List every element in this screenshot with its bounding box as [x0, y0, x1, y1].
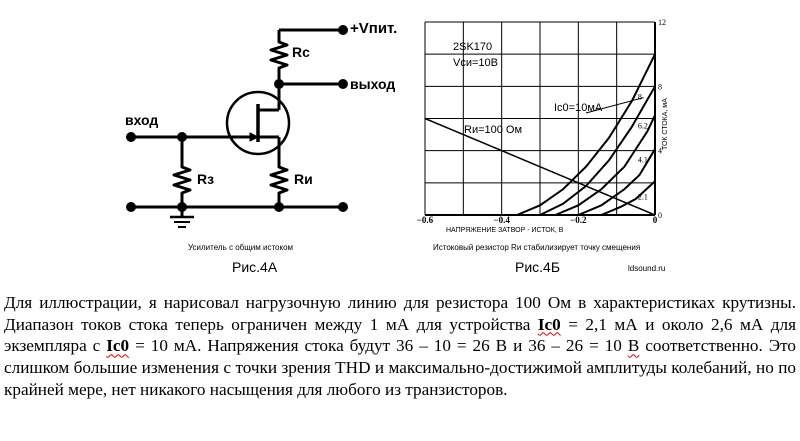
y-tick-label: 4 — [658, 147, 662, 156]
rc-label: Rc — [292, 44, 310, 60]
rz-label: Rз — [197, 171, 215, 187]
x-tick-label: −0.4 — [493, 215, 510, 225]
watermark: ldsound.ru — [628, 264, 666, 273]
curve-label: 8 — [638, 93, 642, 102]
curve-label: 4.1 — [638, 155, 648, 164]
x-tick-label: −0.6 — [417, 215, 434, 225]
volt-unit: В — [627, 336, 640, 356]
ic0-term-1: Ic0 — [537, 314, 561, 334]
rz-resistor — [172, 164, 192, 196]
ic0-leader-line — [585, 97, 644, 114]
graph-caption: Истоковый резистор Rи стабилизирует точк… — [433, 243, 641, 252]
paragraph-text-3: = 10 мА. Напряжения стока будут 36 – 10 … — [129, 336, 628, 356]
ic0-term-2: Ic0 — [106, 336, 130, 356]
x-tick-label: −0.2 — [570, 215, 587, 225]
output-terminal — [338, 79, 348, 89]
curve-label: 6.2 — [638, 122, 648, 131]
device-label: 2SK170 — [453, 41, 493, 53]
series-line — [424, 117, 656, 216]
ri-resistor — [269, 164, 289, 196]
jfet-symbol — [225, 90, 291, 156]
input-terminal — [126, 132, 136, 142]
chart-curves — [424, 53, 656, 216]
input-label: вход — [125, 112, 159, 128]
ic0-label: Ic0=10мА — [554, 102, 603, 114]
vds-label: Vси=10В — [453, 57, 498, 69]
vplus-label: +Vпит. — [350, 20, 398, 37]
paragraph-text-1: Для иллюстрации, я нарисовал нагрузочную… — [4, 293, 796, 334]
fig-4a-label: Рис.4А — [232, 259, 278, 275]
series-line — [554, 114, 656, 216]
curve-label: 2.1 — [638, 192, 648, 201]
series-line — [577, 148, 656, 216]
series-line — [516, 53, 656, 216]
y-tick-label: 8 — [658, 82, 662, 91]
paragraph-text-4: соответственно. Это слишком большие изме… — [4, 336, 796, 399]
y-axis-label: ТОК СТОКА, мА — [662, 98, 669, 150]
schematic-diagram — [126, 25, 348, 228]
series-line — [539, 85, 656, 216]
schematic-caption: Усилитель с общим истоком — [188, 243, 294, 252]
rc-resistor — [269, 38, 289, 72]
vplus-terminal — [338, 25, 348, 35]
y-tick-label: 0 — [658, 211, 662, 220]
ri-label: Rи — [294, 171, 313, 187]
ri-line-label: Rи=100 Ом — [464, 124, 523, 136]
x-axis-label: НАПРЯЖЕНИЕ ЗАТВОР - ИСТОК, В — [446, 227, 564, 234]
output-label: выход — [350, 76, 396, 92]
fig-4b-label: Рис.4Б — [515, 259, 561, 275]
x-tick-label: 0 — [653, 215, 658, 225]
y-tick-label: 12 — [658, 18, 666, 27]
body-paragraph: Для иллюстрации, я нарисовал нагрузочную… — [4, 292, 796, 401]
paragraph-text-2: = 2,1 мА и около 2,6 мА для экземпляра с — [4, 314, 796, 356]
